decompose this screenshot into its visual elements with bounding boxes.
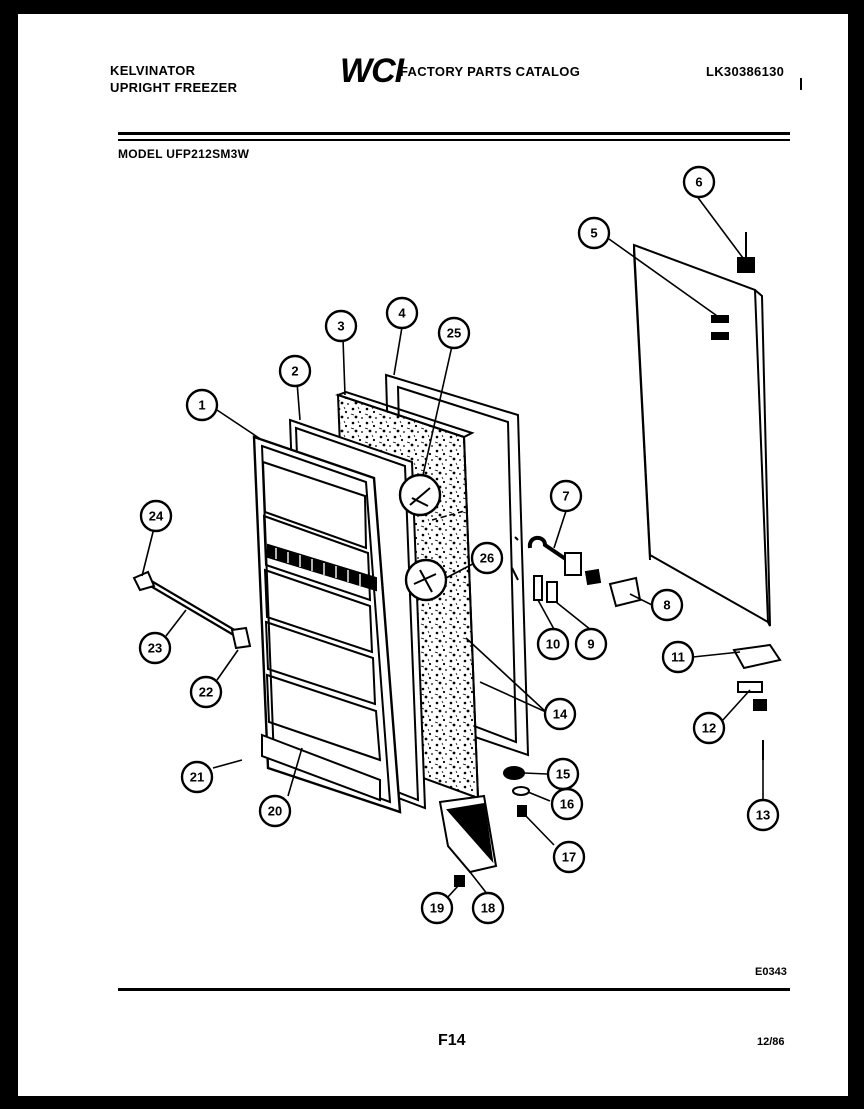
footer-rule [118,988,790,991]
bottom-hinge [732,643,782,760]
callout-20: 20 [258,794,292,828]
svg-text:13: 13 [756,808,770,823]
callout-19: 19 [420,891,454,925]
callout-13: 13 [746,798,780,832]
shelf-bar-assembly [132,570,252,650]
svg-text:14: 14 [553,707,568,722]
drawing-code: E0343 [755,966,787,978]
callout-24: 24 [139,499,173,533]
callout-16: 16 [550,787,584,821]
callout-22: 22 [189,675,223,709]
svg-text:4: 4 [398,306,406,321]
issue-date: 12/86 [757,1036,785,1048]
lower-hardware [438,766,530,887]
wci-logo: WCI [340,52,404,90]
svg-text:9: 9 [587,637,594,652]
svg-text:3: 3 [337,319,344,334]
callout-2: 2 [278,354,312,388]
callout-21: 21 [180,760,214,794]
callout-6: 6 [682,165,716,199]
svg-text:17: 17 [562,850,576,865]
callout-4: 4 [385,296,419,330]
svg-text:25: 25 [447,326,461,341]
callout-9: 9 [574,627,608,661]
header-rule-top [118,132,790,135]
svg-text:11: 11 [671,650,685,665]
catalog-number: LK30386130 [706,64,785,79]
door-liner [252,435,402,814]
svg-text:18: 18 [481,901,495,916]
svg-text:20: 20 [268,804,282,819]
svg-text:26: 26 [480,551,494,566]
catalog-title: FACTORY PARTS CATALOG [400,64,581,79]
callout-17: 17 [552,840,586,874]
svg-text:23: 23 [148,641,162,656]
latch-parts [527,535,642,608]
svg-text:22: 22 [199,685,213,700]
svg-text:10: 10 [546,637,560,652]
margin-mark [0,205,14,208]
header-tick [800,78,802,90]
callout-3: 3 [324,309,358,343]
callout-7: 7 [549,479,583,513]
outer-door-panel [632,243,771,627]
leader-lines [141,194,764,899]
callout-5: 5 [577,216,611,250]
top-hinge-pin [737,232,755,273]
callout-8: 8 [650,588,684,622]
svg-text:12: 12 [702,721,716,736]
model-number: MODEL UFP212SM3W [118,147,250,161]
callout-14: 14 [543,697,577,731]
svg-text:16: 16 [560,797,574,812]
page-number: F14 [438,1032,466,1049]
callout-26: 26 [470,541,504,575]
callout-10: 10 [536,627,570,661]
svg-text:8: 8 [663,598,670,613]
header-rule-bottom [118,139,790,141]
svg-text:6: 6 [695,175,702,190]
callout-1: 1 [185,388,219,422]
callout-11: 11 [661,640,695,674]
svg-text:1: 1 [198,398,205,413]
detail-magnifiers [398,473,448,602]
brand-name: KELVINATOR [110,63,196,78]
callout-15: 15 [546,757,580,791]
callout-12: 12 [692,711,726,745]
svg-text:19: 19 [430,901,444,916]
svg-text:2: 2 [291,364,298,379]
callout-23: 23 [138,631,172,665]
callout-18: 18 [471,891,505,925]
product-type: UPRIGHT FREEZER [110,80,238,95]
svg-text:21: 21 [190,770,204,785]
callout-25: 25 [437,316,471,350]
svg-text:5: 5 [590,226,597,241]
svg-text:15: 15 [556,767,570,782]
svg-text:7: 7 [562,489,569,504]
svg-text:24: 24 [149,509,164,524]
